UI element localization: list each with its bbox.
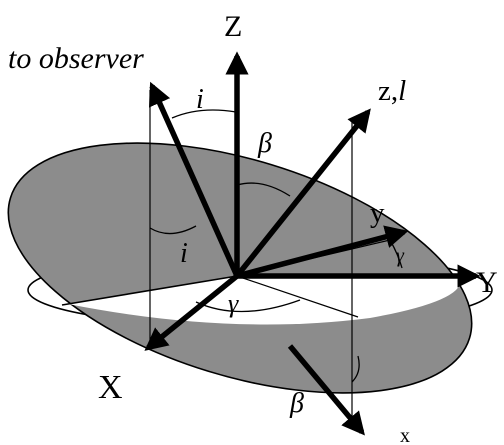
arrow-X-axis <box>144 273 239 351</box>
wedge-edge <box>236 275 359 318</box>
arrow-y-axis <box>236 225 409 279</box>
arc-gamma-center <box>195 299 301 313</box>
label-i-mid: i <box>180 238 188 269</box>
label-Y: Y <box>476 266 498 299</box>
label-gamma-right: γ <box>396 245 405 267</box>
orbit-plane-ellipse <box>7 142 473 394</box>
label-i-top: i <box>196 84 204 115</box>
label-y: y <box>370 197 385 229</box>
arc-beta-top <box>236 182 291 197</box>
arc-beta-bottom <box>351 355 360 383</box>
arrow-to-observer <box>149 81 240 278</box>
label-gamma-center: γ <box>228 289 239 318</box>
label-l: l <box>398 75 406 107</box>
arrow-z-l-axis <box>234 108 371 278</box>
arc-i-mid <box>149 225 197 235</box>
label-to-observer: to observer <box>8 42 144 75</box>
axis-arrows <box>144 51 481 436</box>
arrow-x-axis <box>287 344 365 436</box>
label-z: z, <box>378 75 398 107</box>
label-beta-top: β <box>257 128 272 159</box>
arc-i-top <box>171 109 237 119</box>
label-beta-bottom: β <box>289 388 304 419</box>
label-Z: Z <box>224 10 242 43</box>
label-z-l: z,l <box>378 75 406 107</box>
label-X: X <box>98 369 123 406</box>
label-x: x <box>400 425 410 445</box>
